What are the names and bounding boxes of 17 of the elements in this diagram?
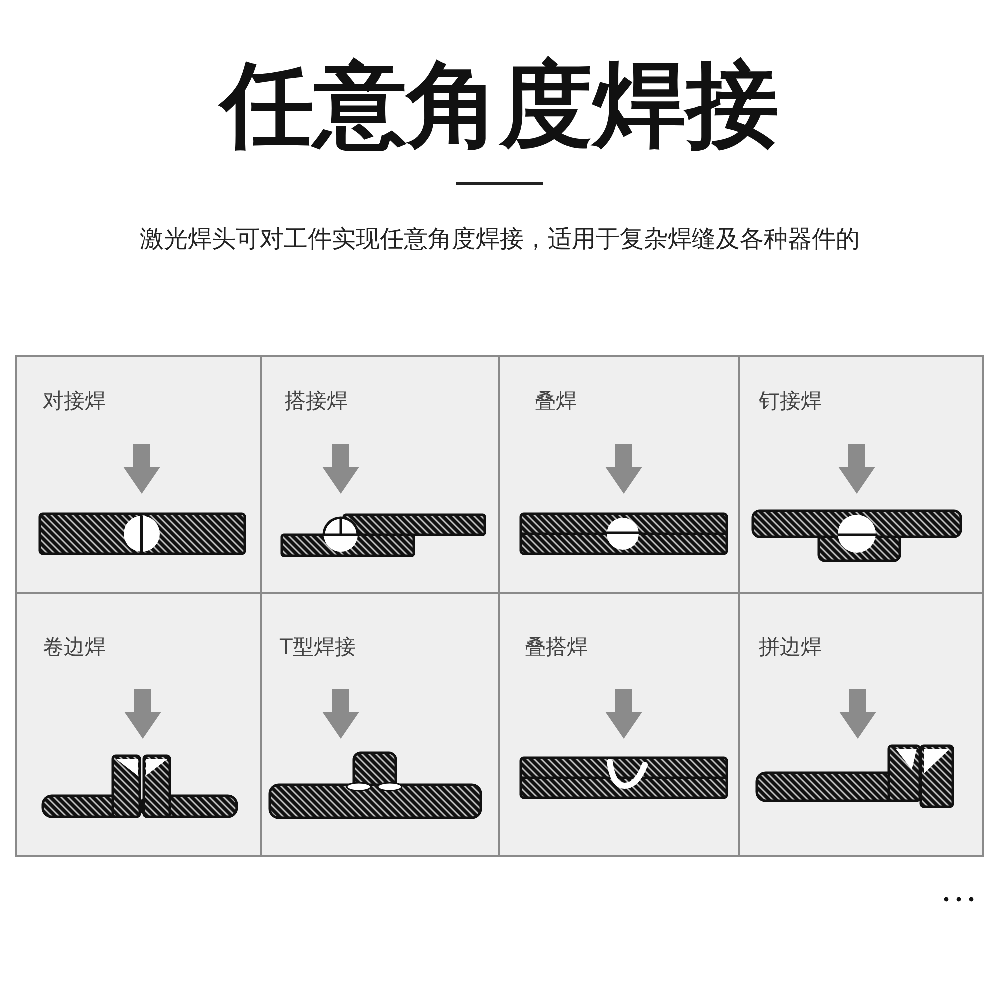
- weld-type-panel: [262, 357, 498, 592]
- weld-type-label: 叠搭焊: [525, 635, 588, 660]
- weld-type-label: 拼边焊: [759, 635, 822, 660]
- weld-type-panel: [17, 357, 260, 592]
- weld-type-label: T型焊接: [280, 635, 356, 660]
- weld-type-panel: [17, 594, 260, 855]
- subtitle-text: 激光焊头可对工件实现任意角度焊接，适用于复杂焊缝及各种器件的: [140, 224, 860, 255]
- weld-type-panel: [500, 594, 738, 855]
- weld-type-panel: [740, 594, 982, 855]
- weld-type-label: 叠焊: [535, 389, 577, 414]
- weld-type-label: 对接焊: [43, 389, 106, 414]
- weld-type-label: 钉接焊: [759, 389, 822, 414]
- weld-type-panel: [262, 594, 498, 855]
- weld-type-label: 卷边焊: [43, 635, 106, 660]
- weld-type-label: 搭接焊: [285, 389, 348, 414]
- weld-type-panel: [740, 357, 982, 592]
- weld-type-panel: [500, 357, 738, 592]
